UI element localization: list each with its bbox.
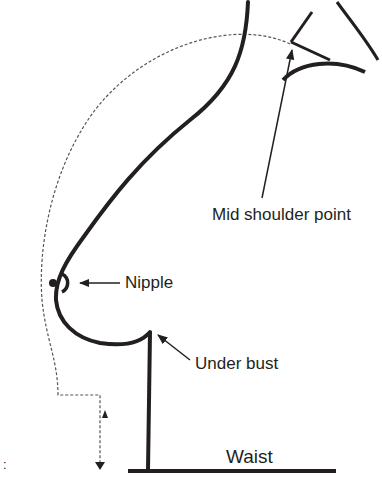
torso-line [148,332,150,470]
part-label: Under bust [195,355,278,374]
arm-outline [283,64,365,80]
part-label: Nipple [125,274,173,293]
leader-arrow [262,50,292,198]
part-label: Mid shoulder point [212,206,351,225]
part-label: Waist [226,447,273,468]
body-outline [56,2,248,344]
back-outline [337,2,378,60]
waist-line [128,469,336,473]
nipple-outline [62,274,68,292]
arrow-head [95,462,105,470]
arrow-head [102,410,108,418]
neck-line [291,12,312,42]
nipple-dot [49,279,57,287]
leader-arrow [158,335,190,360]
leader-arrow [80,282,120,284]
measurement-line [41,34,290,462]
shoulder-line [291,42,330,60]
figure-mark: : [3,458,7,472]
